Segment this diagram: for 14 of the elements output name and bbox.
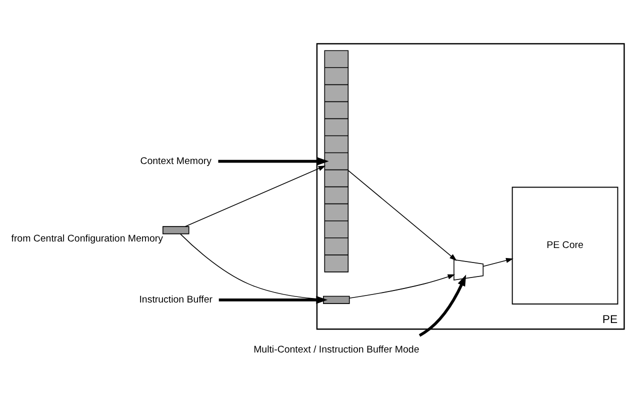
node-label: from Central Configuration Memory <box>11 234 164 245</box>
arrow <box>348 170 457 261</box>
node-text: Multi-Context / Instruction Buffer Mode <box>254 344 420 356</box>
node-trapezoid <box>454 259 484 280</box>
arrow <box>482 258 514 267</box>
node-text: Instruction Buffer <box>139 294 213 306</box>
arrow <box>349 274 456 299</box>
arrow <box>184 166 326 227</box>
node-box: PE Core <box>512 186 618 304</box>
node-text: Context Memory <box>140 156 212 167</box>
node-bar <box>162 226 190 234</box>
node-bar <box>323 296 350 304</box>
arrow <box>218 157 329 166</box>
arrow <box>418 274 466 337</box>
